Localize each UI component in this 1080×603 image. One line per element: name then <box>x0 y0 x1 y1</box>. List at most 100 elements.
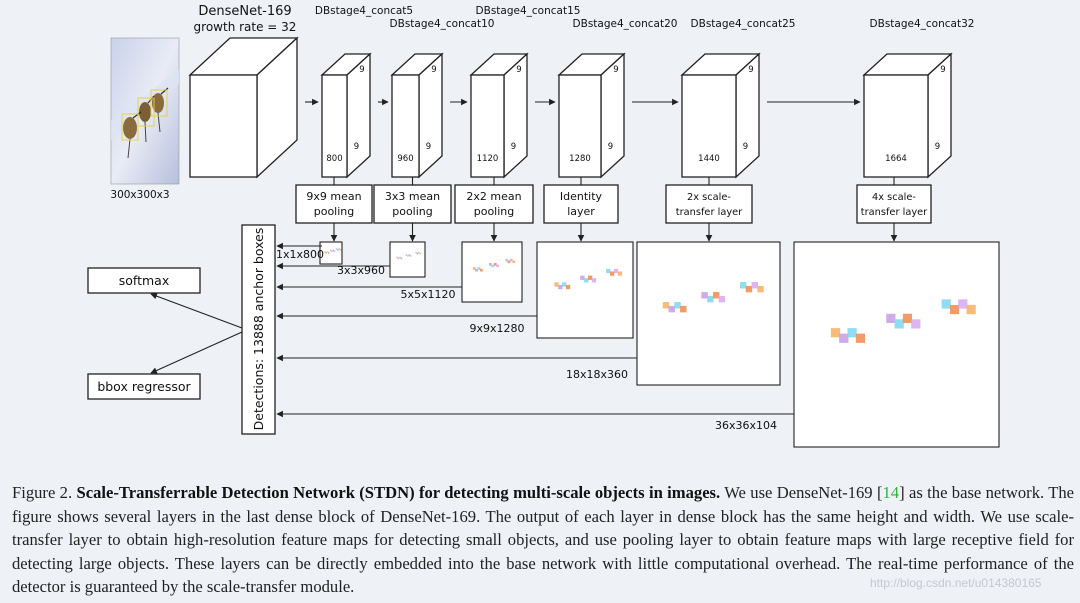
feature-blob <box>757 285 764 293</box>
softmax-box <box>87 267 201 294</box>
feature-blob <box>333 250 336 253</box>
stage-cube-front-4 <box>558 74 602 178</box>
op-line1-5: 2x scale- <box>687 192 731 203</box>
feature-blob <box>329 249 332 252</box>
feature-blob <box>745 285 753 293</box>
watermark: http://blog.csdn.net/u014380165 <box>870 576 1042 590</box>
stage-name-6: DBstage4_concat32 <box>870 18 975 30</box>
feature-blob <box>606 268 611 274</box>
feature-blob <box>894 319 904 329</box>
feature-blob <box>855 333 866 343</box>
stage-width-2: 9 <box>431 65 436 75</box>
op-box-6 <box>856 184 932 224</box>
stage-height-6: 9 <box>935 142 940 152</box>
caption-text-2: ] as the base network. The figure shows … <box>12 483 1075 597</box>
op-line2-2: pooling <box>392 205 433 218</box>
stage-height-2: 9 <box>426 142 431 152</box>
feature-blob <box>328 252 330 254</box>
op-line2-1: pooling <box>314 205 355 218</box>
feature-blob <box>399 256 401 259</box>
op-box-2 <box>373 184 452 224</box>
feature-blob <box>554 282 559 287</box>
feature-blob <box>418 251 420 254</box>
feature-blob <box>512 260 516 264</box>
feature-map-1 <box>319 241 343 265</box>
feature-blob <box>489 263 492 266</box>
feature-blob <box>396 256 398 259</box>
base-network-subtitle: growth rate = 32 <box>194 20 297 34</box>
stage-height-4: 9 <box>608 142 613 152</box>
feature-map-4 <box>536 241 634 339</box>
op-line1-2: 3x3 mean <box>385 190 440 203</box>
feature-blob <box>335 248 338 250</box>
stage-name-2: DBstage4_concat10 <box>390 18 495 30</box>
feature-blob <box>323 251 326 253</box>
feature-blob <box>493 263 497 266</box>
stage-depth-5: 1440 <box>698 154 720 164</box>
stage-depth-2: 960 <box>397 154 413 164</box>
feature-blob <box>847 328 857 338</box>
stage-width-1: 9 <box>359 65 364 75</box>
feature-blob <box>326 251 329 253</box>
bbox-regressor-label: bbox regressor <box>97 379 191 394</box>
figure-caption: Figure 2. Scale-Transferrable Detection … <box>12 481 1074 599</box>
citation-link[interactable]: 14 <box>882 483 900 502</box>
op-line2-4: layer <box>567 205 595 218</box>
feature-blob <box>407 255 409 257</box>
output-size-2: 3x3x960 <box>337 264 385 277</box>
stage-width-3: 9 <box>516 65 521 75</box>
caption-text-1: We use DenseNet-169 [ <box>720 483 883 502</box>
stage-cube-front-6 <box>863 74 929 178</box>
softmax-label: softmax <box>119 273 169 288</box>
stage-height-1: 9 <box>354 142 359 152</box>
stage-depth-4: 1280 <box>569 154 591 164</box>
stage-name-3: DBstage4_concat15 <box>476 5 581 17</box>
output-size-6: 36x36x104 <box>715 419 777 432</box>
feature-blob <box>739 282 747 289</box>
op-line1-6: 4x scale- <box>872 192 916 203</box>
feature-blob <box>477 267 481 270</box>
detections-box: Detections: 13888 anchor boxes <box>241 224 276 435</box>
feature-blob <box>408 254 411 256</box>
feature-blob <box>332 249 335 252</box>
feature-blob <box>491 264 495 268</box>
feature-blob <box>339 249 342 251</box>
op-box-3 <box>454 184 534 224</box>
stage-depth-6: 1664 <box>885 154 907 164</box>
feature-map-5 <box>636 241 781 386</box>
stage-cube-front-5 <box>681 74 737 178</box>
feature-blob <box>958 299 968 309</box>
feature-blob <box>562 282 567 287</box>
feature-blob <box>565 284 571 290</box>
stage-depth-3: 1120 <box>477 154 499 164</box>
feature-blob <box>580 275 585 280</box>
densenet-cube <box>188 36 299 179</box>
feature-blob <box>331 250 333 253</box>
feature-map-6 <box>793 241 1000 448</box>
feature-blob <box>718 295 726 303</box>
feature-blob <box>902 313 913 323</box>
stage-cube-front-3 <box>470 74 505 178</box>
op-line1-1: 9x9 mean <box>306 190 361 203</box>
caption-bold-title: Scale-Transferrable Detection Network (S… <box>76 483 721 502</box>
op-line2-6: transfer layer <box>861 207 928 218</box>
output-size-4: 9x9x1280 <box>469 322 524 335</box>
bbox-regressor-box <box>87 373 201 400</box>
op-box-4 <box>543 184 619 224</box>
stage-name-1: DBstage4_concat5 <box>315 5 413 17</box>
edge-detections-to-bbox <box>150 331 243 374</box>
feature-blob <box>584 278 589 283</box>
feature-blob <box>949 304 960 315</box>
output-size-5: 18x18x360 <box>566 368 628 381</box>
caption-prefix: Figure 2. <box>12 483 73 502</box>
feature-blob <box>830 328 841 338</box>
stage-name-5: DBstage4_concat25 <box>691 18 796 30</box>
feature-blob <box>415 251 417 254</box>
feature-blob <box>507 260 511 264</box>
op-line1-4: Identity <box>560 190 603 203</box>
stage-depth-1: 800 <box>326 154 342 164</box>
feature-blob <box>397 257 400 260</box>
feature-blob <box>674 302 681 309</box>
op-line1-3: 2x2 mean <box>466 190 521 203</box>
